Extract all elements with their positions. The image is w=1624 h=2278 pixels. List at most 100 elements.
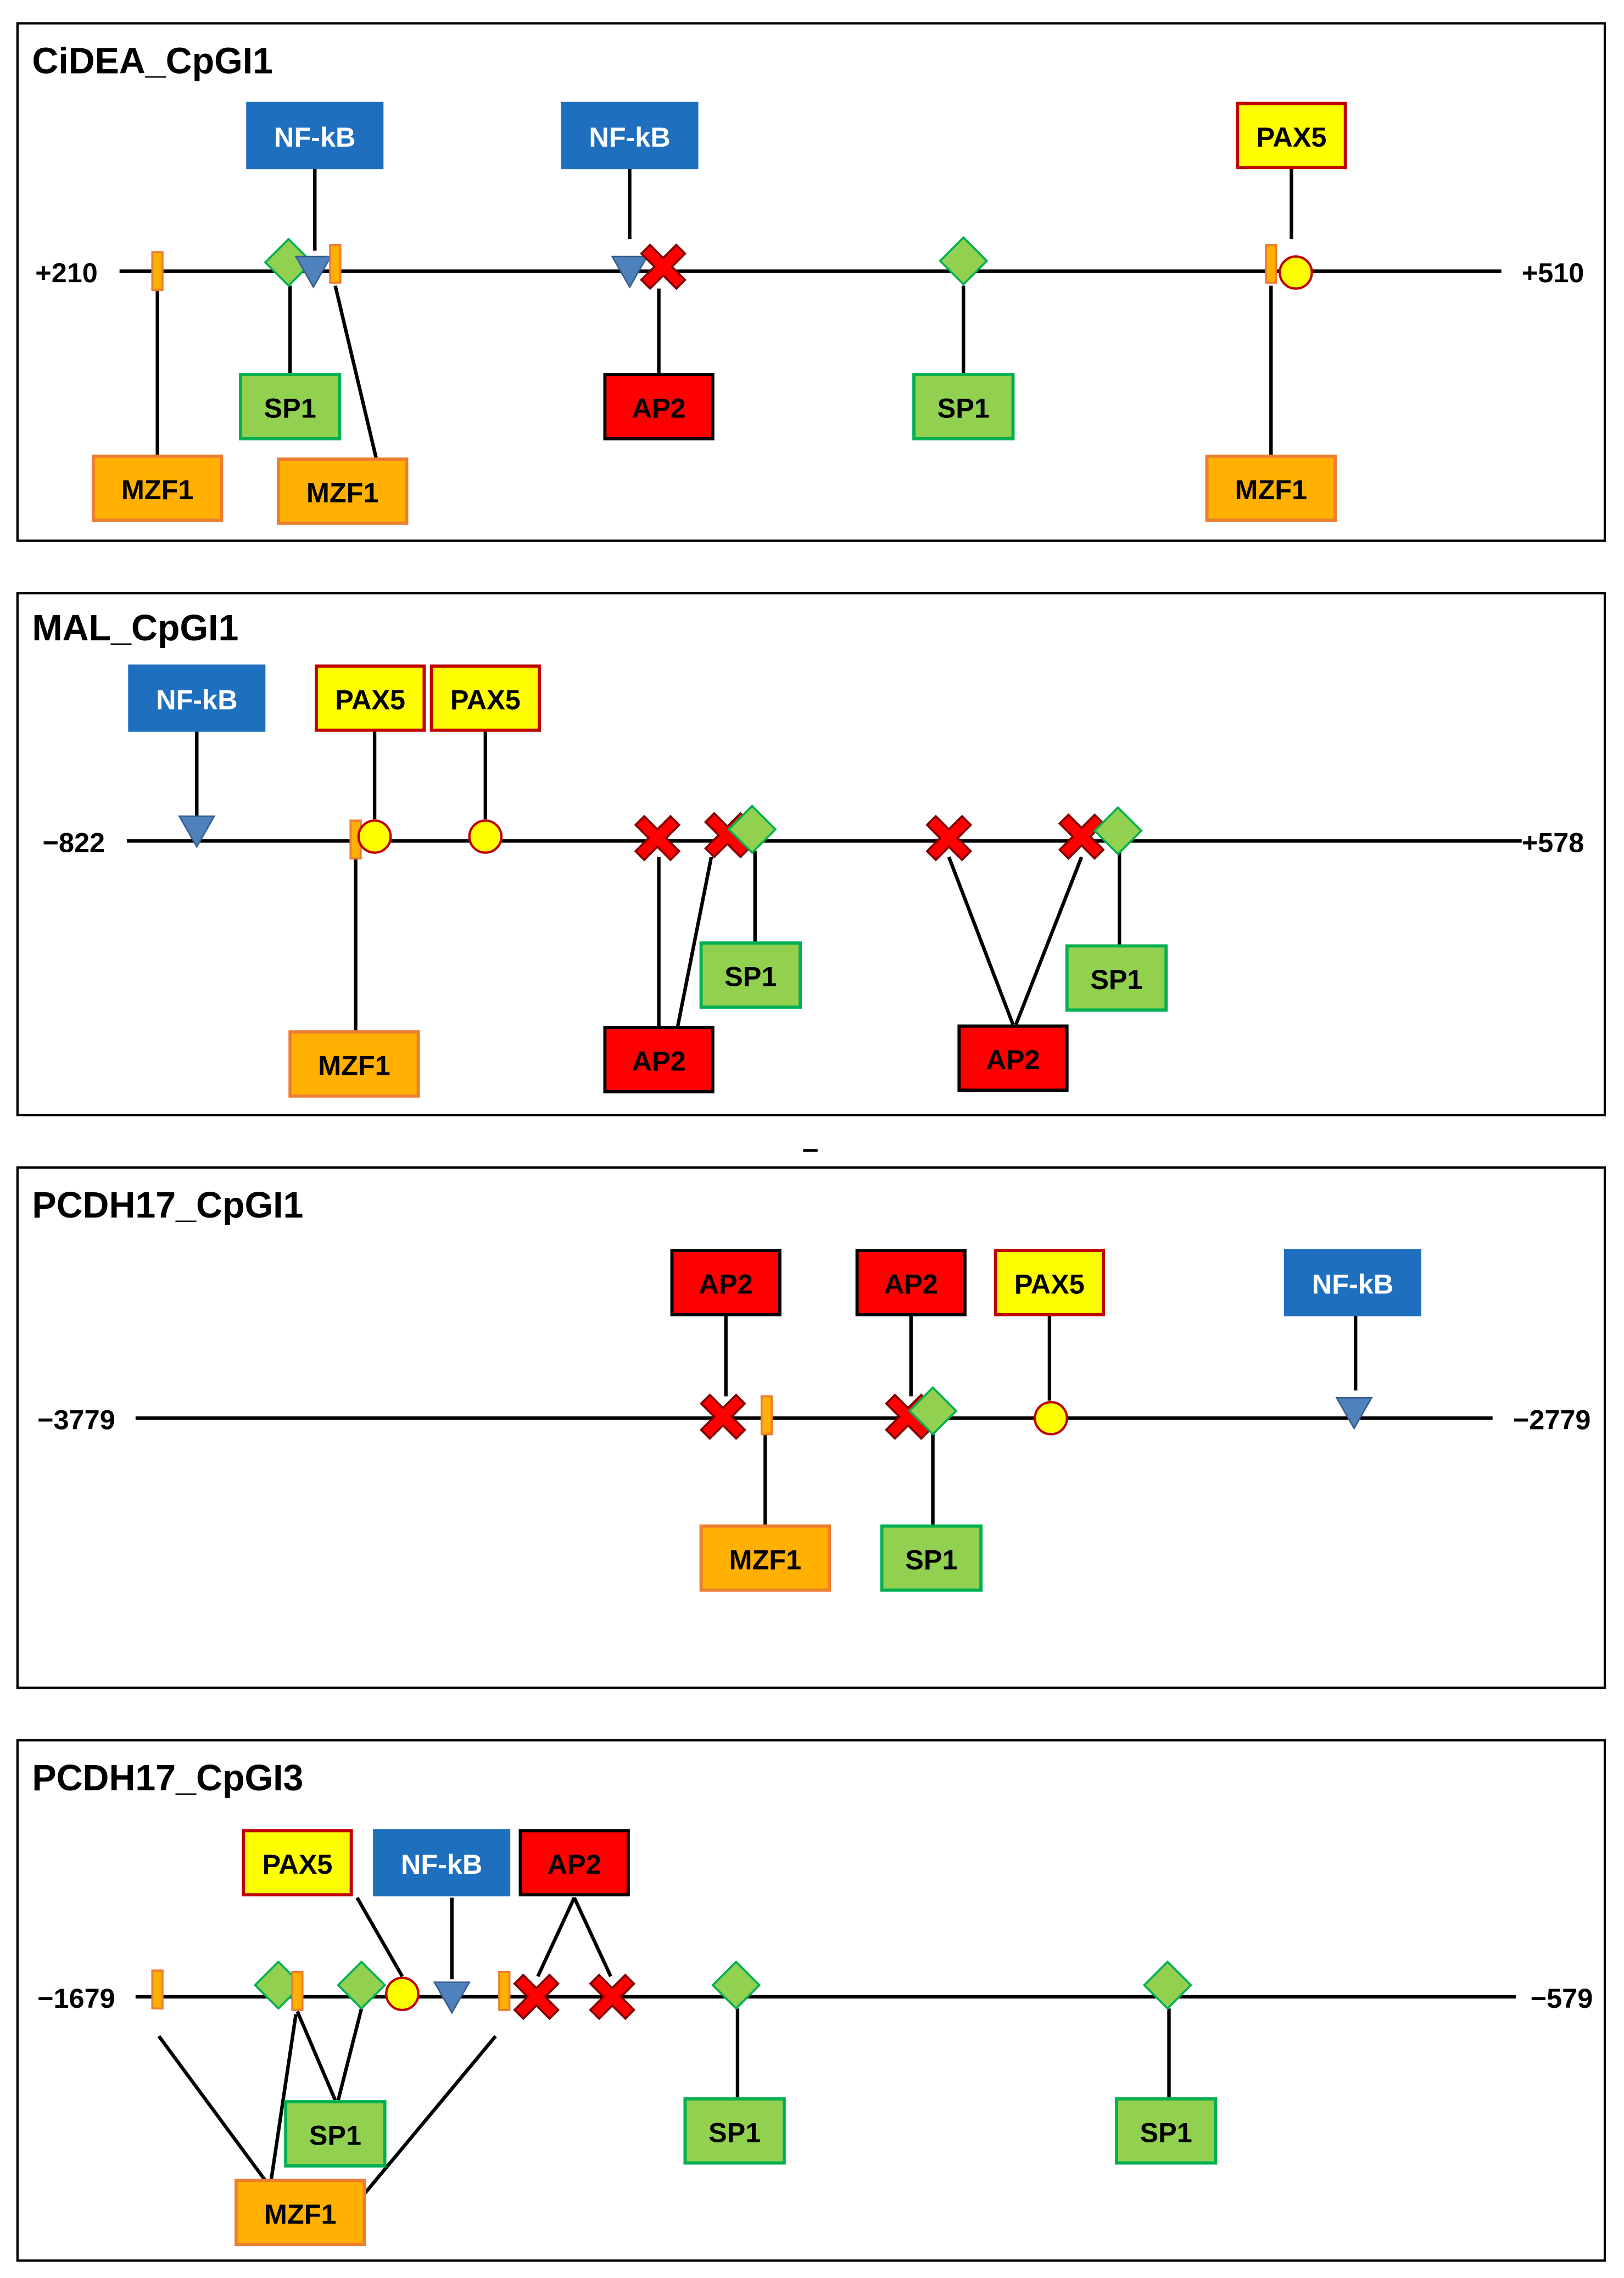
ap2-site-marker (640, 243, 687, 291)
pax5-label-box (242, 1829, 353, 1897)
mzf1-label-box (1205, 454, 1337, 522)
connector-line (269, 2014, 298, 2181)
ap2-site-marker (634, 814, 681, 862)
nf-kb-site-marker (178, 815, 216, 848)
sp1-site-marker (939, 236, 989, 286)
ap2-label: AP2 (632, 393, 686, 424)
sp1-site-marker (727, 805, 777, 855)
ap2-site-marker (925, 814, 973, 862)
nf-kb-label: NF-kB (401, 1849, 482, 1880)
mzf1-label: MZF1 (121, 474, 194, 505)
sp1-label: SP1 (309, 2120, 361, 2151)
pax5-site-marker (385, 1977, 420, 2011)
panel-title: CiDEA_CpGI1 (32, 41, 273, 81)
connector-line (357, 2035, 497, 2202)
sp1-label: SP1 (1090, 964, 1142, 995)
mzf1-site-marker (329, 244, 342, 284)
sp1-label-box (912, 373, 1015, 440)
nf-kb-label: NF-kB (274, 121, 355, 153)
mzf1-label-box (91, 454, 224, 522)
ap2-label: AP2 (884, 1269, 938, 1300)
mzf1-label-box (288, 1030, 420, 1098)
sp1-label: SP1 (724, 961, 777, 992)
start-position-label: +210 (35, 257, 98, 288)
connector-line (947, 856, 1015, 1025)
start-position-label: −1679 (37, 1983, 115, 2014)
panel-frame (16, 1166, 1606, 1689)
sp1-site-marker (908, 1386, 958, 1436)
mzf1-label-box (276, 457, 409, 525)
sp1-site-marker (337, 1960, 387, 2010)
panel-frame (16, 22, 1606, 542)
mzf1-label: MZF1 (1235, 474, 1307, 505)
mzf1-label: MZF1 (729, 1544, 802, 1575)
mzf1-site-marker (151, 1969, 164, 2010)
sp1-label: SP1 (905, 1544, 957, 1575)
connector-line (336, 2008, 364, 2101)
pax5-label: PAX5 (262, 1849, 332, 1880)
mzf1-label: MZF1 (318, 1050, 390, 1081)
mzf1-label-box (235, 2179, 366, 2247)
pax5-label-box (994, 1249, 1105, 1316)
ap2-label-box (518, 1829, 630, 1897)
ap2-label: AP2 (632, 1046, 686, 1077)
nf-kb-label: NF-kB (156, 684, 237, 715)
nf-kb-site-marker (1335, 1397, 1373, 1430)
panel-frame (16, 592, 1606, 1116)
nf-kb-site-marker (294, 255, 332, 289)
pax5-site-marker (357, 819, 392, 854)
pax5-label: PAX5 (335, 684, 405, 715)
sp1-label: SP1 (1140, 2117, 1192, 2148)
nf-kb-label-box (246, 102, 384, 170)
ap2-label: AP2 (986, 1044, 1040, 1075)
ap2-label: AP2 (699, 1269, 753, 1300)
nf-kb-site-marker (611, 255, 649, 289)
sp1-label-box (1115, 2097, 1218, 2165)
ap2-label-box (603, 373, 715, 440)
mzf1-site-marker (498, 1971, 511, 2011)
mzf1-label: MZF1 (306, 477, 379, 509)
sp1-site-marker (264, 237, 314, 287)
nf-kb-site-marker (433, 1981, 471, 2014)
pax5-site-marker (1279, 255, 1313, 290)
end-position-label: +510 (1522, 257, 1584, 288)
ap2-label-box (957, 1024, 1069, 1092)
panel-title: PCDH17_CpGI3 (32, 1758, 303, 1799)
sp1-label-box (683, 2097, 786, 2165)
connector-line (157, 2035, 267, 2182)
sp1-label: SP1 (937, 393, 990, 424)
panel-title: PCDH17_CpGI1 (32, 1185, 303, 1226)
pax5-label-box (1236, 102, 1347, 170)
pax5-site-marker (468, 819, 503, 854)
pax5-label: PAX5 (1014, 1269, 1085, 1300)
sp1-label-box (699, 941, 802, 1009)
nf-kb-label-box (128, 664, 266, 732)
ap2-label-box (603, 1026, 715, 1093)
nf-kb-label-box (561, 102, 699, 170)
connector-line (676, 856, 713, 1027)
nf-kb-label-box (373, 1829, 511, 1897)
sp1-label-box (880, 1524, 983, 1592)
ap2-site-marker (513, 1973, 560, 2020)
panel-title: MAL_CpGI1 (32, 608, 238, 649)
pax5-label: PAX5 (1256, 121, 1326, 153)
end-position-label: −2779 (1513, 1404, 1591, 1435)
pax5-site-marker (1034, 1401, 1068, 1436)
nf-kb-label: NF-kB (1312, 1269, 1393, 1300)
sp1-label: SP1 (264, 393, 316, 424)
ap2-label-box (855, 1249, 967, 1316)
connector-line (333, 285, 378, 459)
connector-line (536, 1897, 576, 1978)
end-position-label: −579 (1531, 1983, 1593, 2014)
sp1-label-box (1065, 944, 1168, 1012)
ap2-site-marker (589, 1973, 636, 2020)
ap2-label: AP2 (548, 1849, 601, 1880)
connector-line (572, 1897, 612, 1978)
ap2-site-marker (1058, 813, 1105, 860)
connector-line (355, 1896, 404, 1978)
ap2-site-marker (699, 1393, 746, 1441)
